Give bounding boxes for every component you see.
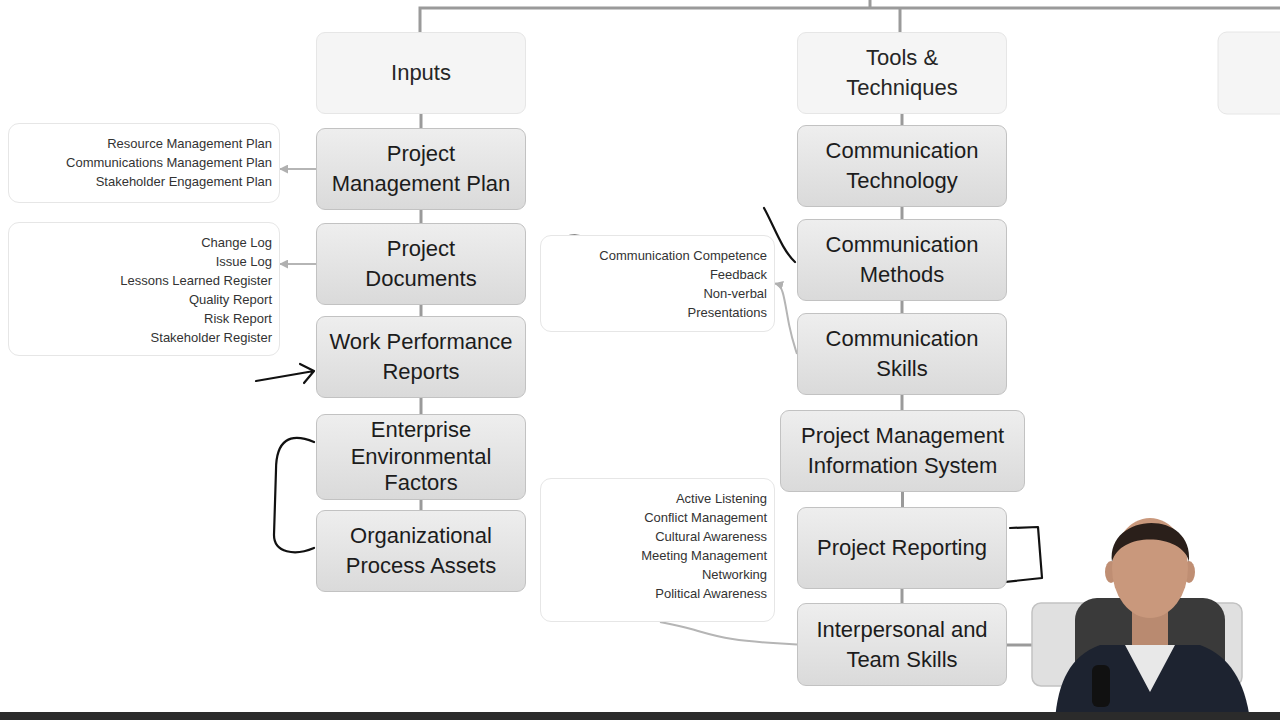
callout-item: Stakeholder Engagement Plan [16,172,272,191]
box-label: Project Reporting [817,533,987,563]
tree-connector [901,492,904,507]
text-block: Communication Technology [805,136,1000,195]
tree-connector [420,398,423,414]
tree-connector [420,500,423,510]
callout-item: Active Listening [548,489,767,508]
column-header: Inputs [316,32,526,114]
callout-item: Political Awareness [548,584,767,603]
tree-connector [420,114,423,128]
callout-connector [660,622,797,645]
callout-item: Conflict Management [548,508,767,527]
callout-connector [280,168,316,170]
callout-item: Presentations [548,303,767,322]
callout-item: Change Log [16,233,272,252]
input-box: Project Management Plan [316,128,526,210]
text-block: Enterprise Environmental Factors [324,417,519,496]
detail-callout: Communication CompetenceFeedbackNon-verb… [540,235,775,332]
tree-stub [869,0,872,8]
branch-line [1007,644,1032,647]
tree-connector [901,395,904,410]
column-header: Tools & Techniques [797,32,1007,114]
callout-item: Networking [548,565,767,584]
callout-item: Communication Competence [548,246,767,265]
box-label: Project Documents [346,234,496,293]
text-block: Active ListeningConflict ManagementCultu… [548,489,767,603]
input-box: Enterprise Environmental Factors [316,414,526,500]
tool-box: Project Management Information System [780,410,1025,492]
box-label: Communication Methods [805,230,1000,289]
callout-item: Communications Management Plan [16,153,272,172]
text-block: Project Management Information System [793,421,1013,480]
text-block: Organizational Process Assets [324,521,519,580]
tool-box: Communication Technology [797,125,1007,207]
text-block: Change LogIssue LogLessons Learned Regis… [16,233,272,347]
text-block: Inputs [391,58,451,88]
pen-arrow [256,364,314,383]
box-label: Organizational Process Assets [324,521,519,580]
detail-callout: Change LogIssue LogLessons Learned Regis… [8,222,280,356]
outputs-box [1218,32,1280,114]
shirt [1125,645,1175,692]
tool-box: Communication Skills [797,313,1007,395]
callout-item: Cultural Awareness [548,527,767,546]
text-block: Project Documents [346,234,496,293]
callout-item: Quality Report [16,290,272,309]
text-block: Interpersonal and Team Skills [805,615,1000,674]
text-block: Project Management Plan [326,139,516,198]
input-box: Organizational Process Assets [316,510,526,592]
text-block: Communication Skills [805,324,1000,383]
box-label: Inputs [391,58,451,88]
tree-connector [420,210,423,223]
callout-item: Non-verbal [548,284,767,303]
tree-connector [901,301,904,313]
pen-bracket [274,438,314,552]
callout-item: Lessons Learned Register [16,271,272,290]
hair [1112,523,1189,562]
tool-box: Communication Methods [797,219,1007,301]
box-label: Project Management Plan [326,139,516,198]
suit [1055,645,1250,720]
text-block: Project Reporting [817,533,987,563]
callout-item: Stakeholder Register [16,328,272,347]
presenter-figure [1055,518,1250,720]
tool-box: Interpersonal and Team Skills [797,603,1007,686]
callout-connector [280,263,316,265]
callout-item: Meeting Management [548,546,767,565]
input-box: Work Performance Reports [316,316,526,398]
tool-box: Project Reporting [797,507,1007,589]
text-block: Communication Methods [805,230,1000,289]
tree-bar [420,8,1280,32]
callout-item: Resource Management Plan [16,134,272,153]
callout-connector [775,284,797,355]
box-label: Tools & Techniques [822,43,982,102]
bottom-bar [0,712,1280,720]
tree-lines [420,0,1280,645]
text-block: Tools & Techniques [822,43,982,102]
box-label: Work Performance Reports [324,327,519,386]
microphone [1092,665,1110,707]
tree-connector [901,589,904,603]
detail-callout: Resource Management PlanCommunications M… [8,123,280,203]
tree-connector [420,305,423,316]
tree-connector [901,207,904,219]
box-label: Interpersonal and Team Skills [805,615,1000,674]
tree-connector [901,114,904,125]
callout-item: Issue Log [16,252,272,271]
box-label: Communication Technology [805,136,1000,195]
text-block: Resource Management PlanCommunications M… [16,134,272,191]
callout-item: Feedback [548,265,767,284]
box-label: Project Management Information System [793,421,1013,480]
tree-drop [899,8,902,32]
text-block: Work Performance Reports [324,327,519,386]
detail-callout: Active ListeningConflict ManagementCultu… [540,478,775,622]
text-block: Communication CompetenceFeedbackNon-verb… [548,246,767,322]
input-box: Project Documents [316,223,526,305]
box-label: Enterprise Environmental Factors [324,417,519,496]
box-label: Communication Skills [805,324,1000,383]
callout-item: Risk Report [16,309,272,328]
